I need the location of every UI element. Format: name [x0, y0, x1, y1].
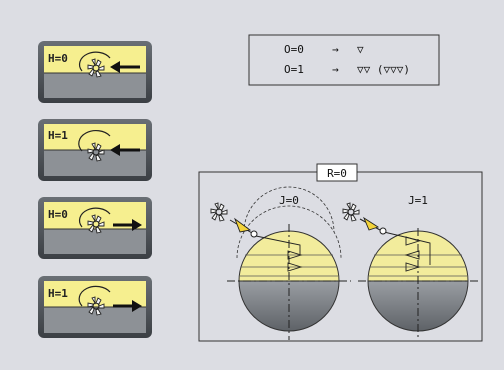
- finish-triangle-icon: [404, 236, 421, 272]
- softkey-4-label: H=1: [48, 287, 68, 300]
- right-sphere: [342, 202, 478, 340]
- legend-box: O=0 → ▽ O=1 → ▽▽ (▽▽▽): [248, 34, 440, 86]
- legend-row1-symbol: ▽: [357, 43, 364, 56]
- diagram-tab-label: R=0: [327, 167, 347, 180]
- diagram-frame: R=0 J=0 J=1: [198, 163, 483, 342]
- cutter-icon: [342, 202, 360, 222]
- softkey-1-label: H=0: [48, 52, 68, 65]
- legend-row2-key: O=1: [284, 63, 304, 76]
- arrow-left-icon: [110, 144, 140, 156]
- legend-row1-key: O=0: [284, 43, 304, 56]
- softkey-button-2[interactable]: H=1: [38, 119, 152, 181]
- right-sphere-label: J=1: [408, 194, 428, 207]
- softkey-2-label: H=1: [48, 129, 68, 142]
- arrow-right-icon: [113, 300, 142, 312]
- softkey-button-4[interactable]: H=1: [38, 276, 152, 338]
- finish-triangle-icon: [287, 250, 303, 272]
- softkey-button-3[interactable]: H=0: [38, 197, 152, 259]
- legend-row2-symbol: ▽▽ (▽▽▽): [357, 63, 410, 76]
- left-sphere: [210, 186, 351, 340]
- diagram-tab: [316, 163, 358, 182]
- legend-row2-arrow: →: [332, 63, 339, 76]
- arrow-left-icon: [110, 61, 140, 73]
- cutter-icon: [210, 202, 228, 222]
- arrow-right-icon: [113, 219, 142, 231]
- legend-row1-arrow: →: [332, 43, 339, 56]
- softkey-3-label: H=0: [48, 208, 68, 221]
- softkey-button-1[interactable]: H=0: [38, 41, 152, 103]
- left-sphere-label: J=0: [279, 194, 299, 207]
